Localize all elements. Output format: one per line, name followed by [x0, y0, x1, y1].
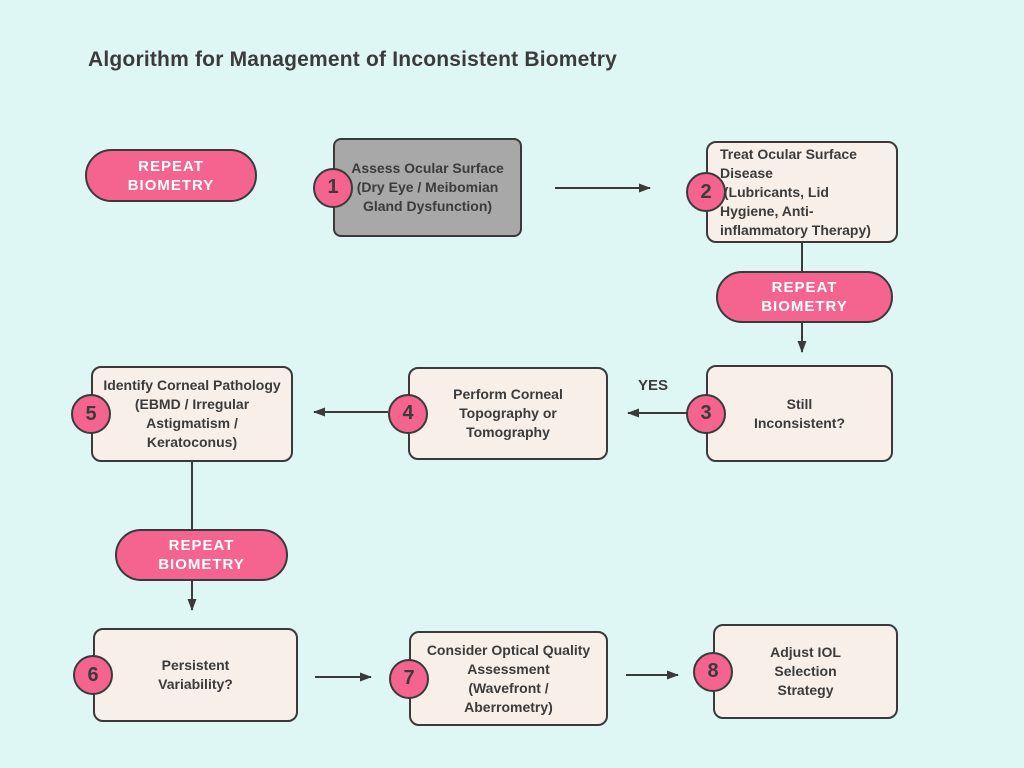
- repeat-biometry-pill-3: REPEAT BIOMETRY: [115, 529, 288, 581]
- repeat-biometry-pill-2: REPEAT BIOMETRY: [716, 271, 893, 323]
- step-number-badge: 6: [73, 655, 113, 695]
- pill-label: REPEAT BIOMETRY: [127, 157, 215, 194]
- step-number-badge: 7: [389, 658, 429, 699]
- node-text: Persistent Variability?: [158, 657, 233, 692]
- repeat-biometry-pill-1: REPEAT BIOMETRY: [85, 149, 257, 202]
- edge-label-yes: YES: [638, 377, 669, 394]
- step-number-badge: 1: [313, 167, 353, 208]
- step-number-badge: 8: [693, 651, 733, 692]
- pill-label: REPEAT BIOMETRY: [158, 537, 245, 573]
- node-1-assess-ocular-surface: 1 Assess Ocular Surface (Dry Eye / Meibo…: [313, 138, 522, 237]
- step-number-badge: 4: [388, 393, 428, 434]
- node-text: Consider Optical Quality Assessment (Wav…: [426, 641, 591, 715]
- node-text: Adjust IOL Selection Strategy: [770, 644, 841, 698]
- step-number-badge: 2: [686, 172, 726, 212]
- node-8-adjust-iol-selection: 8 Adjust IOL Selection Strategy: [693, 624, 898, 719]
- node-text: Assess Ocular Surface (Dry Eye / Meibomi…: [351, 160, 504, 214]
- node-4-perform-corneal-topography: 4 Perform Corneal Topography or Tomograp…: [388, 367, 608, 460]
- node-2-treat-ocular-surface-disease: 2 Treat Ocular Surface Disease (Lubrican…: [686, 141, 898, 243]
- node-text: Perform Corneal Topography or Tomography: [453, 386, 563, 440]
- node-3-still-inconsistent: 3 Still Inconsistent?: [686, 365, 893, 462]
- page-title: Algorithm for Management of Inconsistent…: [88, 48, 618, 71]
- node-text: Treat Ocular Surface Disease (Lubricants…: [720, 145, 871, 238]
- node-text: Identify Corneal Pathology (EBMD / Irreg…: [103, 377, 281, 450]
- pill-label: REPEAT BIOMETRY: [761, 279, 848, 315]
- step-number-badge: 3: [686, 393, 726, 434]
- node-text: Still Inconsistent?: [753, 395, 845, 431]
- node-7-consider-optical-quality: 7 Consider Optical Quality Assessment (W…: [389, 631, 608, 726]
- node-5-identify-corneal-pathology: 5 Identify Corneal Pathology (EBMD / Irr…: [71, 366, 293, 462]
- step-number-badge: 5: [71, 394, 111, 434]
- node-6-persistent-variability: 6 Persistent Variability?: [73, 628, 298, 722]
